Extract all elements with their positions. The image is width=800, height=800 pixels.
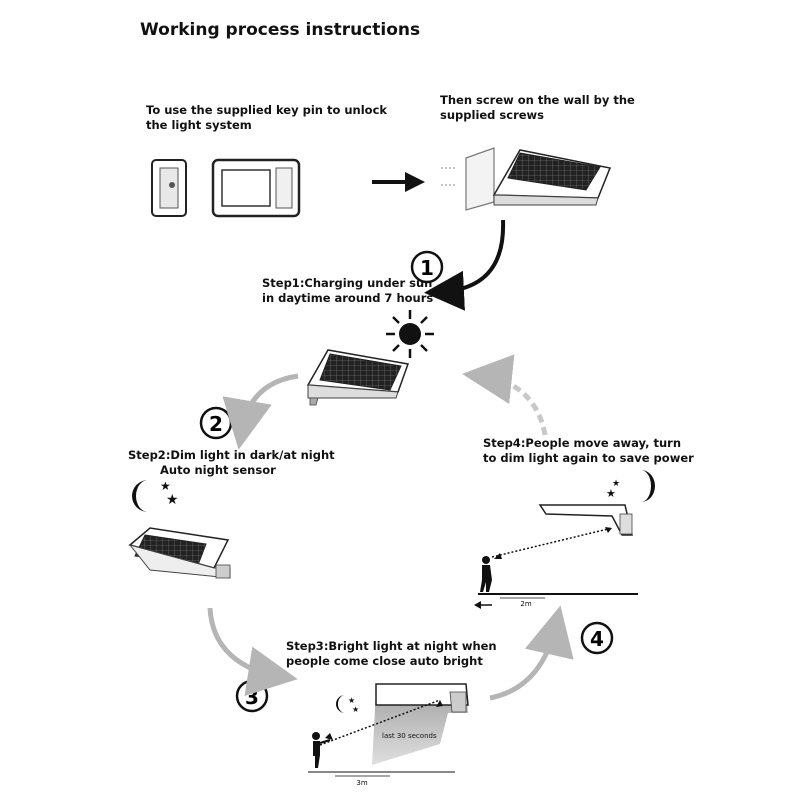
light-front-view-icon	[211, 158, 301, 218]
duration-label: last 30 seconds	[382, 732, 437, 740]
step4-line-1: Step4:People move away, turn	[483, 436, 682, 450]
svg-text:★: ★	[166, 492, 179, 508]
mount-instruction: Then screw on the wall by the supplied s…	[440, 93, 635, 123]
floor-scale-step3: 3m	[308, 771, 455, 787]
moon-stars-icon: ★ ★	[336, 695, 359, 714]
step1-label: Step1:Charging under sun in daytime arou…	[262, 276, 433, 306]
mount-line-1: Then screw on the wall by the	[440, 93, 635, 107]
step4-label: Step4:People move away, turn to dim ligh…	[483, 436, 694, 466]
step2-line-1: Step2:Dim light in dark/at night	[128, 448, 335, 462]
step3-label: Step3:Bright light at night when people …	[286, 639, 497, 669]
step2-label: Step2:Dim light in dark/at night Auto ni…	[128, 448, 335, 478]
step1-line-1: Step1:Charging under sun	[262, 276, 433, 290]
solar-light-icon	[306, 349, 410, 406]
svg-text:★: ★	[160, 479, 171, 493]
distance-far-label: 2m	[520, 600, 531, 608]
page-title: Working process instructions	[140, 20, 421, 40]
unlock-instruction: To use the supplied key pin to unlock th…	[146, 103, 387, 133]
step3-line-2: people come close auto bright	[286, 654, 483, 668]
distance-near-label: 3m	[356, 779, 367, 787]
person-icon	[480, 556, 492, 592]
step3-line-1: Step3:Bright light at night when	[286, 639, 497, 653]
moon-stars-icon: ★ ★	[606, 470, 655, 502]
step-number-3: 3	[235, 679, 269, 713]
floor-scale-step4: 2m	[474, 593, 638, 609]
step-number-3-text: 3	[245, 685, 259, 709]
svg-text:★: ★	[348, 696, 355, 705]
arrow-icon	[424, 219, 506, 311]
mount-line-2: supplied screws	[440, 108, 545, 122]
sun-icon	[386, 310, 434, 358]
arrow-icon	[207, 607, 298, 697]
unlock-line-1: To use the supplied key pin to unlock	[146, 103, 388, 117]
step-number-2: 2	[199, 406, 233, 440]
sensor-range-line	[491, 527, 613, 558]
light-side-view-icon	[151, 159, 187, 217]
step-number-4: 4	[580, 621, 614, 655]
svg-text:★: ★	[612, 479, 620, 489]
wall-mount-icon	[465, 147, 612, 211]
arrow-icon	[372, 172, 425, 192]
step-number-1-text: 1	[420, 256, 434, 280]
unlock-line-2: the light system	[146, 118, 252, 132]
sensor-range-line	[319, 699, 441, 746]
person-icon	[312, 732, 331, 768]
step-number-4-text: 4	[590, 627, 604, 651]
step-number-2-text: 2	[209, 412, 223, 436]
svg-text:★: ★	[606, 487, 616, 500]
step1-line-2: in daytime around 7 hours	[262, 291, 434, 305]
solar-light-icon	[128, 527, 231, 579]
svg-text:★: ★	[352, 705, 359, 714]
arrow-icon	[462, 354, 548, 436]
step-number-1: 1	[410, 250, 444, 284]
arrow-icon	[222, 373, 299, 450]
moon-stars-icon: ★ ★	[132, 479, 179, 512]
dim-light-scene	[491, 504, 633, 559]
step2-line-2: Auto night sensor	[160, 463, 276, 477]
step4-line-2: to dim light again to save power	[483, 451, 694, 465]
bright-light-scene	[319, 683, 469, 765]
arrow-icon	[489, 605, 574, 701]
